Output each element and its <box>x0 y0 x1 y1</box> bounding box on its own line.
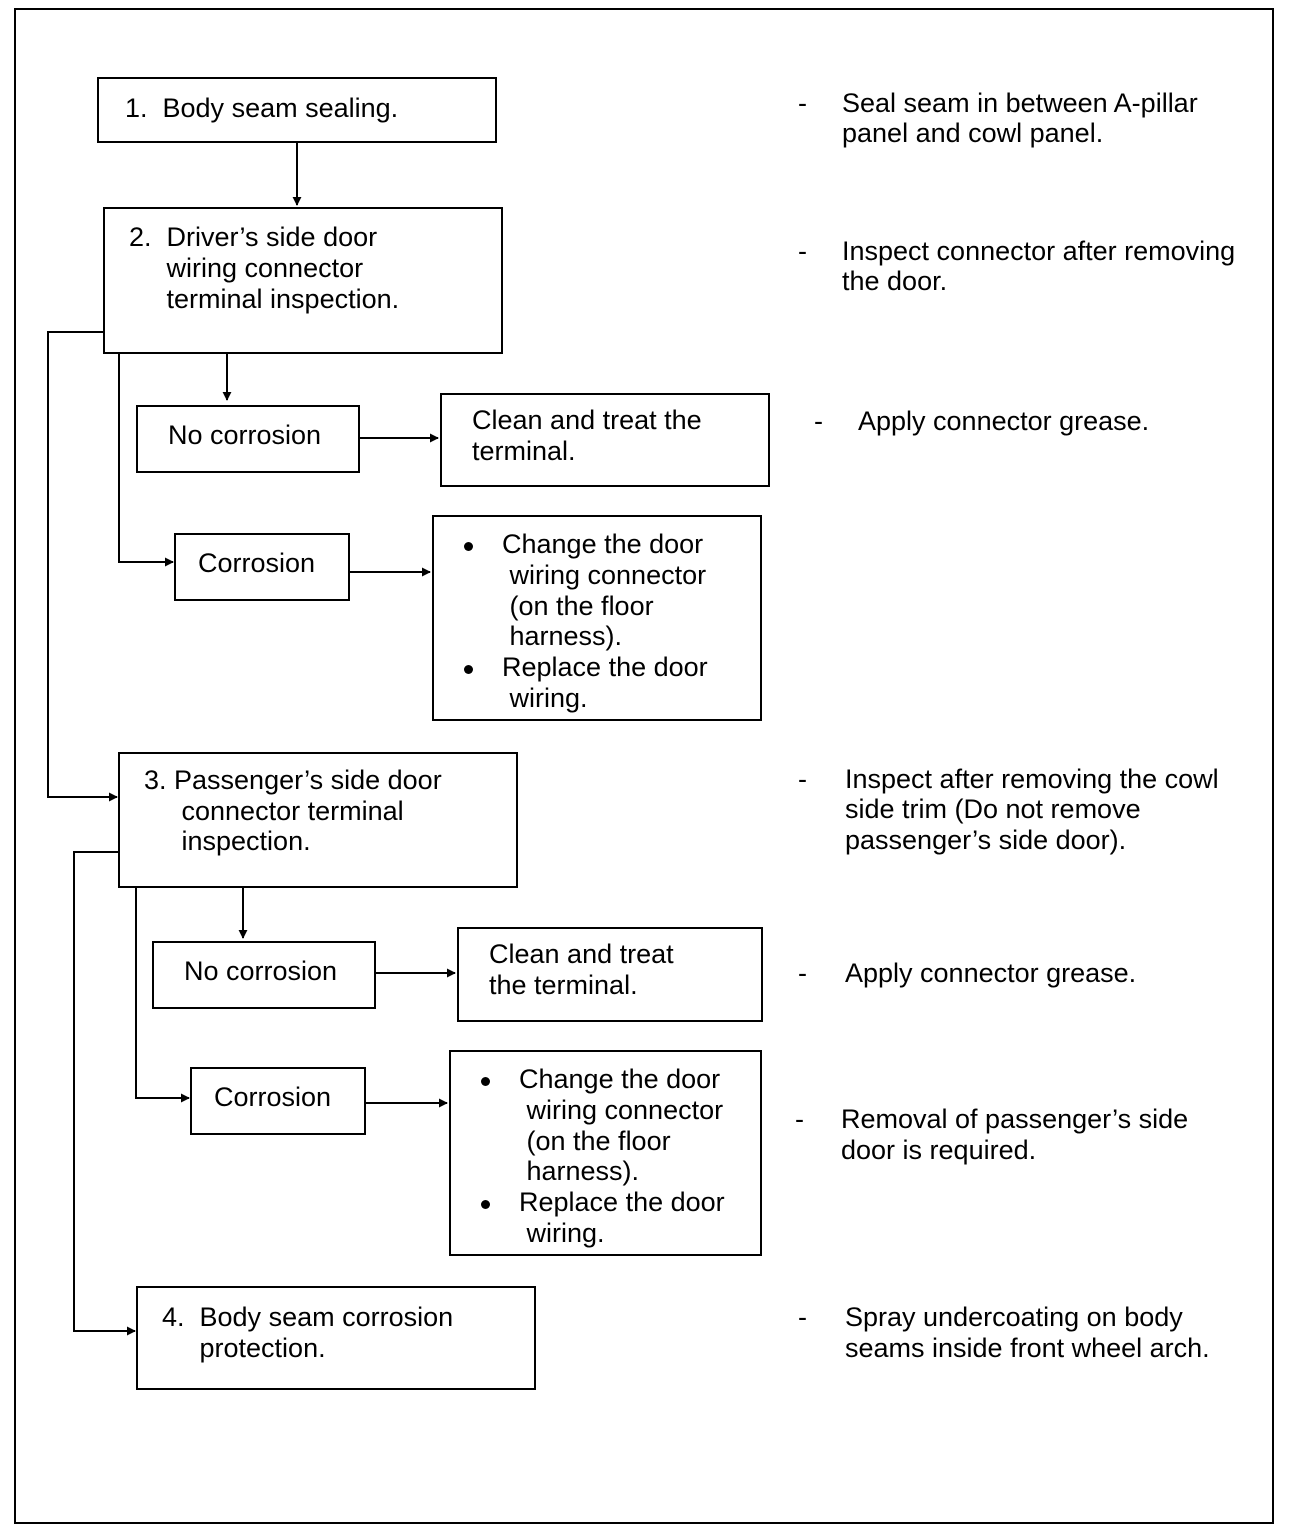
passenger-corrosion-label: Corrosion <box>214 1082 332 1112</box>
note-5-text: Apply connector grease. <box>845 958 1137 988</box>
step-2-line-3: terminal inspection. <box>129 284 400 314</box>
passenger-action-line-2: wiring connector <box>519 1095 724 1125</box>
note-6-dash: - <box>795 1104 804 1134</box>
note-1-line-2: panel and cowl panel. <box>842 118 1104 148</box>
note-1-line-1: Seal seam in between A-pillar <box>842 88 1198 118</box>
passenger-action-box: Change the door wiring connector (on the… <box>449 1050 762 1256</box>
passenger-action-line-5: Replace the door <box>519 1187 725 1217</box>
passenger-clean-box: Clean and treat the terminal. <box>457 927 763 1022</box>
driver-action-line-3: (on the floor <box>502 591 654 621</box>
diagram-frame <box>14 8 1274 1524</box>
passenger-clean-line-2: the terminal. <box>489 970 638 1000</box>
passenger-action-line-4: harness). <box>519 1156 640 1186</box>
step-3-line-2: connector terminal <box>144 796 404 826</box>
driver-clean-box: Clean and treat the terminal. <box>440 393 770 487</box>
step-1-box: 1. Body seam sealing. <box>97 77 497 143</box>
step-4-box: 4. Body seam corrosion protection. <box>136 1286 536 1390</box>
note-4-line-1: Inspect after removing the cowl <box>845 764 1219 794</box>
note-6-line-2: door is required. <box>841 1135 1037 1165</box>
bullet-icon <box>481 1077 490 1086</box>
step-3-line-1: 3. Passenger’s side door <box>144 765 442 795</box>
driver-no-corrosion-box: No corrosion <box>136 405 360 473</box>
arrow-step3-to-step4 <box>73 851 136 1336</box>
bullet-icon <box>464 665 473 674</box>
step-4-line-2: protection. <box>162 1333 326 1363</box>
passenger-action-line-6: wiring. <box>519 1218 605 1248</box>
step-2-line-2: wiring connector <box>129 253 364 283</box>
driver-action-line-4: harness). <box>502 621 623 651</box>
step-3-box: 3. Passenger’s side door connector termi… <box>118 752 518 888</box>
driver-corrosion-label: Corrosion <box>198 548 316 578</box>
arrow-step2-to-step3 <box>47 331 118 802</box>
driver-clean-line-1: Clean and treat the <box>472 405 702 435</box>
step-2-box: 2. Driver’s side door wiring connector t… <box>103 207 503 354</box>
note-2-dash: - <box>798 236 807 266</box>
step-1-text: 1. Body seam sealing. <box>125 93 399 123</box>
driver-corrosion-box: Corrosion <box>174 533 350 601</box>
bullet-icon <box>464 542 473 551</box>
arrow-step3-to-corrosion <box>135 887 190 1103</box>
driver-clean-line-2: terminal. <box>472 436 576 466</box>
note-6-line-1: Removal of passenger’s side <box>841 1104 1189 1134</box>
passenger-no-corrosion-label: No corrosion <box>184 956 338 986</box>
passenger-action-line-1: Change the door <box>519 1064 721 1094</box>
step-3-line-3: inspection. <box>144 826 311 856</box>
driver-action-line-5: Replace the door <box>502 652 708 682</box>
note-2-line-1: Inspect connector after removing <box>842 236 1236 266</box>
note-4-line-3: passenger’s side door). <box>845 825 1127 855</box>
note-3-dash: - <box>814 406 823 436</box>
note-2-line-2: the door. <box>842 266 948 296</box>
passenger-corrosion-box: Corrosion <box>190 1067 366 1135</box>
step-4-line-1: 4. Body seam corrosion <box>162 1302 454 1332</box>
bullet-icon <box>481 1200 490 1209</box>
passenger-action-line-3: (on the floor <box>519 1126 671 1156</box>
step-2-line-1: 2. Driver’s side door <box>129 222 378 252</box>
note-7-line-1: Spray undercoating on body <box>845 1302 1183 1332</box>
note-1-dash: - <box>798 88 807 118</box>
passenger-no-corrosion-box: No corrosion <box>152 941 376 1009</box>
driver-action-line-1: Change the door <box>502 529 704 559</box>
driver-action-line-6: wiring. <box>502 683 588 713</box>
driver-action-box: Change the door wiring connector (on the… <box>432 515 762 721</box>
driver-no-corrosion-label: No corrosion <box>168 420 322 450</box>
note-5-dash: - <box>798 958 807 988</box>
passenger-clean-line-1: Clean and treat <box>489 939 674 969</box>
note-3-text: Apply connector grease. <box>858 406 1150 436</box>
note-4-dash: - <box>798 764 807 794</box>
note-7-dash: - <box>798 1302 807 1332</box>
note-4-line-2: side trim (Do not remove <box>845 794 1141 824</box>
note-7-line-2: seams inside front wheel arch. <box>845 1333 1210 1363</box>
driver-action-line-2: wiring connector <box>502 560 707 590</box>
arrow-step2-to-corrosion <box>118 350 174 567</box>
